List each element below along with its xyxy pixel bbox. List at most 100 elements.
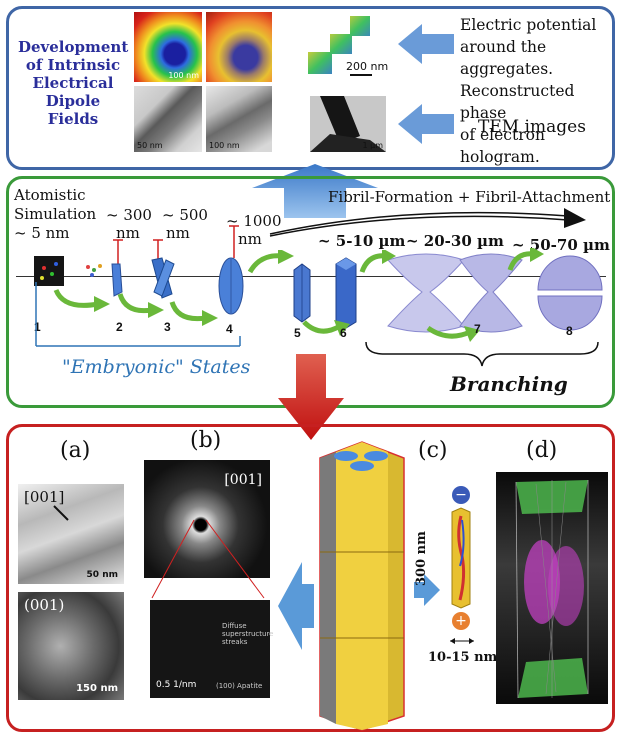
atomistic-simulation-label: Atomistic Simulation (14, 186, 96, 224)
scalebar-line (350, 74, 372, 76)
stage-3-aggregate (151, 257, 175, 299)
desc-line-4: of electron hologram. (460, 126, 545, 166)
positive-charge-icon: + (452, 612, 470, 630)
stage-number-3: 3 (164, 320, 171, 334)
tem-1-scale: 50 nm (137, 141, 163, 150)
title-line-3: Electrical (32, 74, 114, 92)
b-scale: 0.5 1/nm (156, 680, 197, 690)
size-1000: ~ 1000 (226, 212, 282, 230)
charged-rod (451, 507, 471, 609)
green-arrow-8 (507, 248, 544, 271)
size-1000-unit: nm (238, 230, 262, 248)
panel-label-c: (c) (418, 438, 448, 463)
panel-label-d: (d) (526, 438, 558, 463)
size-50-70um: ~ 50-70 µm (512, 236, 610, 254)
stage-6-prism (335, 257, 357, 329)
tem-image-1: 50 nm (134, 86, 202, 152)
tem-001-plane-image: (001) 150 nm (18, 592, 124, 700)
fibril-formation-label: Fibril-Formation + Fibril-Attachment (328, 188, 611, 206)
title-line-1: Development (18, 38, 129, 56)
staircase-hologram (308, 16, 370, 74)
size-5nm: ~ 5 nm (14, 224, 70, 242)
title-line-2: of Intrinsic (25, 56, 121, 74)
green-arrow-7 (426, 326, 480, 342)
diffuse-streaks-label: Diffuse superstructure streaks (222, 622, 274, 646)
tem-images-label: TEM images (478, 117, 586, 137)
stage-number-1: 1 (34, 320, 41, 334)
marker-1000 (229, 225, 239, 258)
tem-image-dark: 1 µm (310, 96, 386, 152)
hexagonal-column (319, 441, 405, 731)
size-300: ~ 300 (106, 206, 152, 224)
size-500: ~ 500 (162, 206, 208, 224)
size-300-unit: nm (116, 224, 140, 242)
arrow-left-tem (398, 104, 454, 144)
potential-description: Electric potential around the aggregates… (460, 14, 621, 168)
timeline-axis (16, 276, 606, 277)
scalebar-200nm: 200 nm (346, 60, 389, 73)
simulation-line: Simulation (14, 205, 97, 223)
a-scale-50nm: 50 nm (86, 570, 118, 580)
title-line-4: Dipole Fields (45, 92, 101, 128)
desc-line-3: Reconstructed phase (460, 82, 575, 122)
stage-number-5: 5 (294, 326, 301, 340)
a-label-001-plane: (001) (24, 596, 65, 614)
stage-5-prism (293, 263, 311, 323)
green-arrow-6 (359, 250, 396, 273)
branching-label: Branching (450, 372, 568, 396)
arrow-left-to-b (278, 562, 314, 650)
embryonic-bracket (35, 282, 241, 347)
desc-line-1: Electric potential (460, 16, 597, 34)
structure-panel (6, 424, 615, 732)
desc-line-2: around the aggregates. (460, 38, 554, 78)
dipole-fields-title: Development of Intrinsic Electrical Dipo… (18, 38, 128, 128)
size-5-10um: ~ 5-10 µm (318, 232, 406, 250)
hologram-image-2 (206, 12, 272, 82)
stage-number-4: 4 (226, 322, 233, 336)
down-arrow-to-bottom (278, 354, 344, 440)
dimension-300nm: 300 nm (414, 531, 429, 586)
hologram-1-scale: 100 nm (168, 71, 199, 80)
embryonic-states-label: "Embryonic" States (62, 356, 251, 378)
width-arrow (450, 638, 474, 644)
branching-brace (365, 341, 599, 367)
dimension-10-15nm: 10-15 nm (428, 650, 498, 665)
green-arrow-4 (247, 250, 294, 274)
green-arrow-3 (169, 301, 218, 326)
panel-label-b: (b) (190, 428, 222, 453)
stage-7-dumbbell-b (459, 253, 523, 333)
stage-8-sphere (537, 255, 603, 331)
stage-number-2: 2 (116, 320, 123, 334)
stage-number-8: 8 (566, 324, 573, 338)
atomistic-line: Atomistic (14, 186, 86, 204)
arrow-left-potential (398, 24, 454, 64)
molecular-cluster (86, 264, 102, 277)
atomistic-model-image (34, 256, 64, 286)
tem-2-scale: 100 nm (209, 141, 240, 150)
stage-2-rod (111, 263, 123, 297)
green-arrow-5 (302, 320, 350, 336)
tem-dark-scale: 1 µm (362, 141, 383, 150)
b-label-001: [001] (224, 472, 262, 488)
arrow-right-to-rod (414, 574, 440, 606)
fibril-arrow (269, 208, 586, 237)
panel-label-a: (a) (60, 438, 91, 463)
negative-charge-icon: − (452, 486, 470, 504)
tomography-reconstruction (496, 472, 608, 704)
zoom-lines (151, 519, 265, 599)
a-label-001-bracket: [001] (24, 488, 65, 506)
green-arrow-2 (117, 293, 164, 318)
diffraction-inset: Diffuse superstructure streaks (100) Apa… (150, 600, 274, 698)
a-scale-150nm: 150 nm (76, 683, 118, 694)
hologram-image-1: 100 nm (134, 12, 202, 82)
tem-image-2: 100 nm (206, 86, 272, 152)
stage-number-7: 7 (474, 322, 481, 336)
stage-number-6: 6 (340, 326, 347, 340)
apatite-label: (100) Apatite (216, 682, 263, 690)
diffraction-pattern: [001] (144, 460, 270, 578)
stage-4-spindle (218, 257, 244, 315)
size-20-30um: ~ 20-30 µm (406, 232, 504, 250)
size-500-unit: nm (166, 224, 190, 242)
green-arrow-1 (53, 288, 110, 312)
tem-001-image: [001] 50 nm (18, 484, 124, 584)
